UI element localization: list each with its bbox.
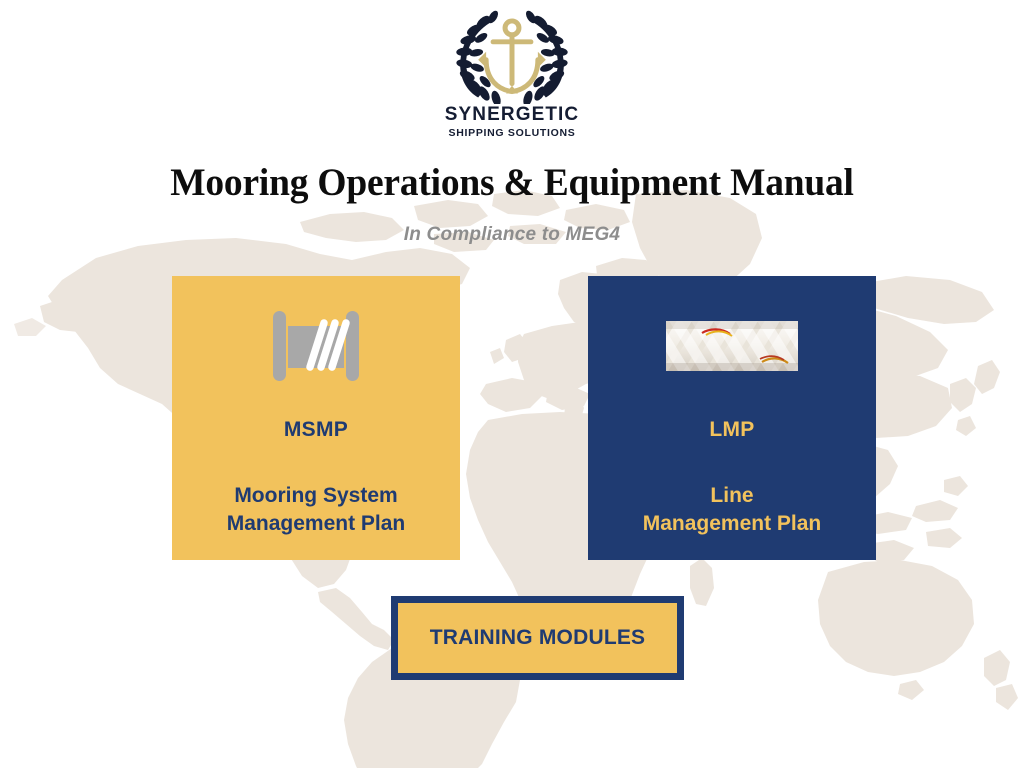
page-subtitle: In Compliance to MEG4 xyxy=(403,224,621,245)
msmp-card-code: MSMP xyxy=(283,418,349,441)
msmp-description-line-2: Management Plan xyxy=(226,511,406,535)
card-msmp[interactable]: MSMP Mooring System Management Plan xyxy=(172,276,460,560)
logo-company-name: SYNERGETIC xyxy=(444,103,580,125)
lmp-card-code: LMP xyxy=(709,418,755,441)
training-modules-button[interactable]: TRAINING MODULES xyxy=(391,596,684,680)
training-modules-label: TRAINING MODULES xyxy=(429,626,646,649)
lmp-description-line-1: Line xyxy=(710,484,754,507)
winch-rope-spool-icon xyxy=(273,311,359,381)
logo-tagline: SHIPPING SOLUTIONS xyxy=(448,126,576,139)
page-title: Mooring Operations & Equipment Manual xyxy=(170,161,854,204)
lmp-description-line-2: Management Plan xyxy=(642,511,822,535)
msmp-description-line-1: Mooring System xyxy=(234,484,398,507)
lmp-card-art xyxy=(666,302,798,390)
msmp-card-art xyxy=(264,302,368,390)
card-lmp[interactable]: LMP Line Management Plan xyxy=(588,276,876,560)
anchor-laurel-wreath-icon xyxy=(456,10,568,104)
company-logo: SYNERGETIC SHIPPING SOLUTIONS xyxy=(0,8,1024,138)
braided-mooring-rope-icon xyxy=(666,321,798,371)
lmp-card-description: Line Management Plan xyxy=(643,482,822,538)
msmp-card-description: Mooring System Management Plan xyxy=(227,482,406,538)
